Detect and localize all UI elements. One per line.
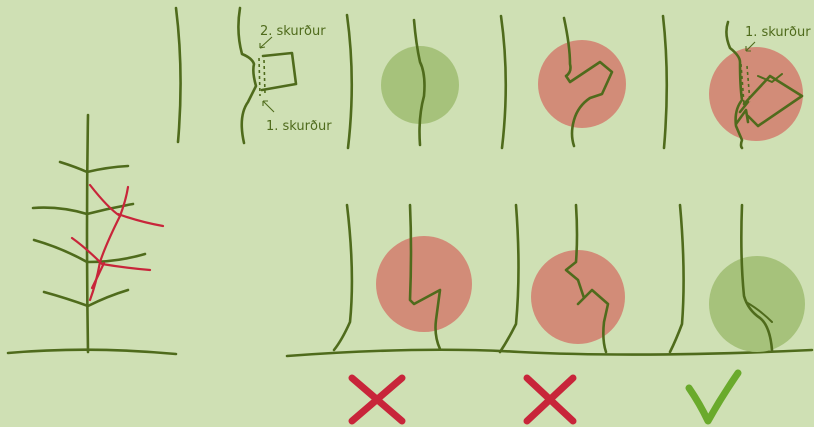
bottom-panel-1 bbox=[332, 203, 472, 352]
tree-illustration bbox=[6, 113, 178, 356]
pruning-line bbox=[70, 236, 152, 272]
highlight-circle bbox=[376, 236, 472, 332]
bottom-row bbox=[285, 203, 814, 358]
highlight-circle bbox=[538, 40, 626, 128]
stem bbox=[564, 203, 610, 354]
tree-trunk bbox=[85, 113, 90, 354]
arrow-icon bbox=[745, 41, 756, 52]
arrow-icon bbox=[262, 100, 275, 113]
stem bbox=[668, 203, 685, 354]
highlight-circle bbox=[709, 47, 803, 141]
ground-line bbox=[285, 348, 814, 358]
cut-2-label: 2. skurður bbox=[260, 24, 326, 39]
stem bbox=[174, 6, 182, 144]
stem bbox=[332, 203, 354, 352]
cut-line bbox=[746, 65, 751, 103]
branch-stub bbox=[260, 51, 298, 92]
stem bbox=[499, 14, 508, 150]
stem bbox=[408, 203, 442, 351]
pruning-line bbox=[116, 212, 165, 228]
branch-stub bbox=[742, 74, 804, 128]
panel-d bbox=[499, 14, 626, 150]
stem bbox=[498, 203, 520, 354]
bottom-panel-3 bbox=[668, 203, 805, 354]
torn-bark bbox=[734, 100, 750, 126]
checkmark-icon bbox=[685, 369, 742, 425]
ground-line bbox=[6, 348, 178, 356]
highlight-circle bbox=[531, 250, 625, 344]
cut-1-label-right: 1. skurður bbox=[745, 25, 811, 40]
stem bbox=[661, 14, 669, 150]
stem bbox=[345, 13, 354, 150]
arrow-icon bbox=[259, 36, 273, 49]
arrow-icon bbox=[259, 43, 266, 49]
stem bbox=[725, 20, 744, 150]
highlight-circle bbox=[381, 46, 459, 124]
tree-branch bbox=[32, 238, 147, 264]
arrow-icon bbox=[262, 100, 268, 106]
tree-branch bbox=[31, 202, 135, 216]
highlight-circle bbox=[709, 256, 805, 352]
stem bbox=[412, 18, 426, 147]
cut-line bbox=[740, 63, 745, 105]
stem bbox=[740, 203, 774, 352]
cross-icon bbox=[523, 374, 577, 425]
branch-stub bbox=[757, 73, 783, 83]
cut-1-label: 1. skurður bbox=[266, 119, 332, 134]
branch-stub bbox=[745, 301, 773, 323]
cross-icon bbox=[348, 374, 406, 425]
stem bbox=[562, 16, 614, 148]
panel-a bbox=[174, 6, 182, 144]
panel-c bbox=[345, 13, 459, 150]
cut-line bbox=[258, 57, 261, 97]
tree-branch bbox=[42, 288, 130, 308]
panel-e: 1. skurður bbox=[661, 14, 811, 150]
bottom-panel-2 bbox=[498, 203, 625, 354]
verdict-marks bbox=[348, 369, 742, 425]
panel-b-cut-instructions: 2. skurður 1. skurður bbox=[237, 6, 332, 145]
pruning-line bbox=[90, 261, 106, 290]
tree-branch bbox=[58, 160, 130, 174]
stem bbox=[237, 6, 258, 145]
